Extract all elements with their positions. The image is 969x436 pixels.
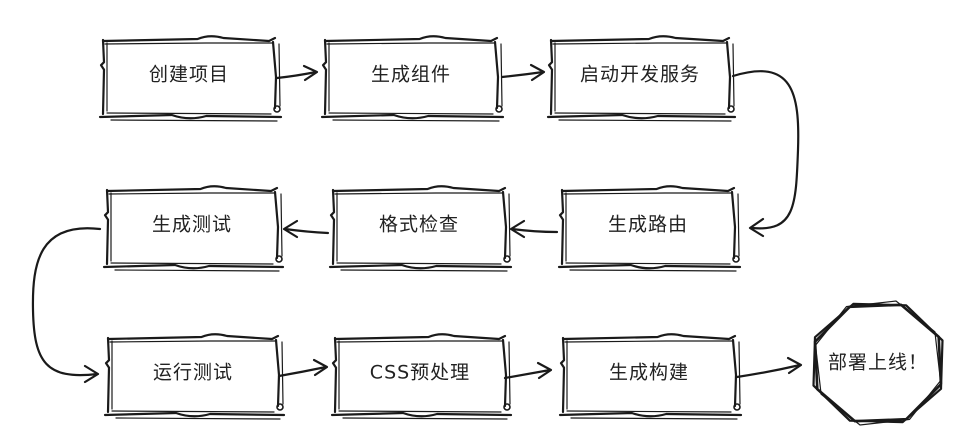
edge-generate-route-to-format-check <box>509 219 559 239</box>
node-label: CSS预处理 <box>370 362 470 384</box>
node-run-test: 运行测试 <box>103 333 286 420</box>
edge-start-dev-server-to-generate-route <box>731 70 800 238</box>
node-label: 格式检查 <box>379 214 459 236</box>
node-deploy: 部署上线！ <box>812 300 944 426</box>
edge-css-preprocess-to-generate-build <box>503 361 553 380</box>
node-label: 生成构建 <box>609 362 689 384</box>
node-start-dev-server: 启动开发服务 <box>546 35 737 122</box>
node-label: 运行测试 <box>153 362 233 384</box>
node-label: 生成路由 <box>608 214 688 236</box>
node-generate-test: 生成测试 <box>102 185 285 272</box>
node-generate-route: 生成路由 <box>557 185 742 272</box>
node-css-preprocess: CSS预处理 <box>330 333 513 420</box>
node-label: 启动开发服务 <box>580 64 700 86</box>
edges-layer <box>31 63 803 384</box>
node-label: 创建项目 <box>149 64 229 86</box>
node-generate-build: 生成构建 <box>558 333 743 420</box>
node-label: 生成组件 <box>371 64 451 86</box>
edge-generate-component-to-start-dev-server <box>500 63 546 82</box>
edge-generate-build-to-deploy <box>735 356 803 379</box>
edge-create-project-to-generate-component <box>275 64 319 82</box>
edge-run-test-to-css-preprocess <box>277 358 329 378</box>
edge-generate-test-to-run-test <box>31 227 102 384</box>
node-generate-component: 生成组件 <box>320 35 505 122</box>
node-create-project: 创建项目 <box>98 35 283 122</box>
node-label: 部署上线！ <box>828 352 928 374</box>
node-format-check: 格式检查 <box>328 185 513 272</box>
edge-format-check-to-generate-test <box>282 219 330 239</box>
node-label: 生成测试 <box>152 214 232 236</box>
